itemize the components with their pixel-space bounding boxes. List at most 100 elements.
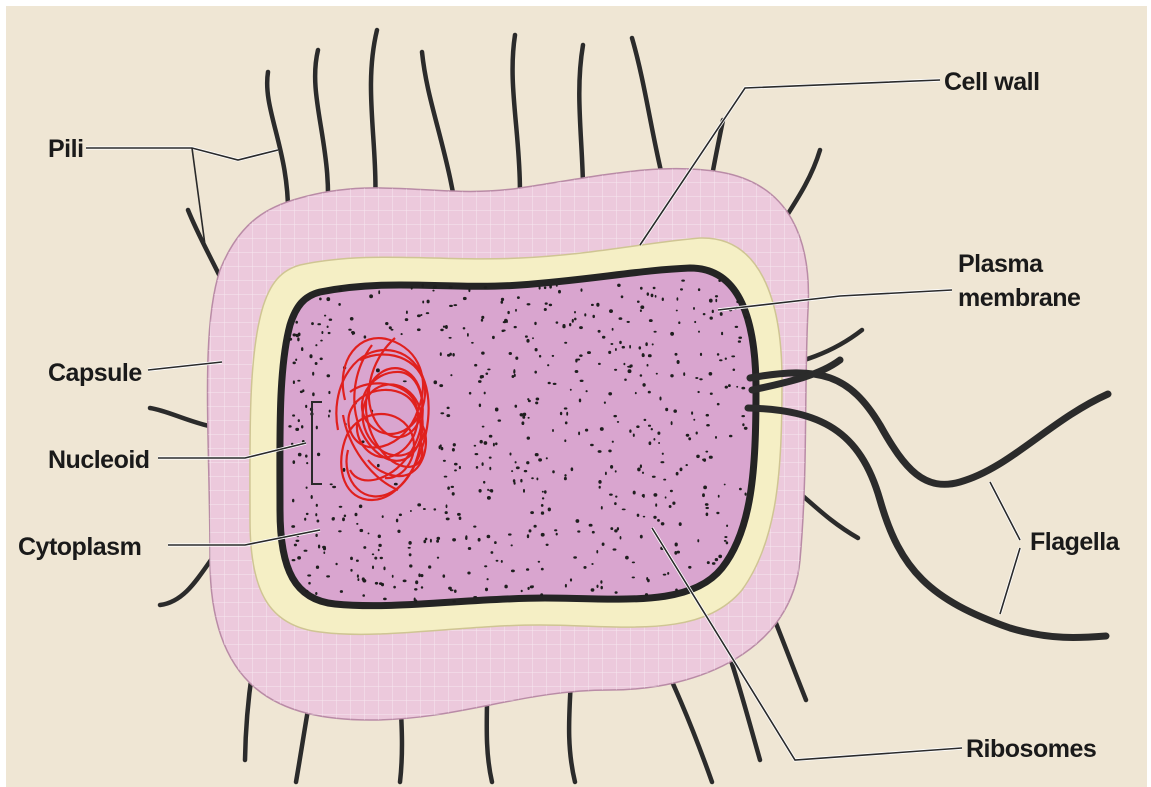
ribosome-dot bbox=[409, 553, 412, 556]
ribosome-dot bbox=[327, 326, 329, 329]
ribosome-dot bbox=[437, 557, 439, 559]
ribosome-dot bbox=[675, 543, 678, 547]
ribosome-dot bbox=[517, 296, 520, 299]
ribosome-dot bbox=[399, 513, 402, 516]
ribosome-dot bbox=[614, 369, 617, 371]
ribosome-dot bbox=[440, 352, 442, 356]
ribosome-dot bbox=[433, 380, 437, 384]
ribosome-dot bbox=[658, 442, 660, 444]
ribosome-dot bbox=[544, 308, 547, 311]
ribosome-dot bbox=[487, 496, 491, 500]
ribosome-dot bbox=[527, 587, 529, 590]
ribosome-dot bbox=[445, 511, 448, 514]
ribosome-dot bbox=[629, 345, 631, 349]
ribosome-dot bbox=[481, 319, 483, 322]
label-capsule: Capsule bbox=[48, 359, 142, 387]
ribosome-dot bbox=[289, 338, 293, 341]
ribosome-dot bbox=[301, 425, 303, 428]
ribosome-dot bbox=[579, 398, 581, 402]
ribosome-dot bbox=[696, 455, 700, 458]
ribosome-dot bbox=[629, 365, 631, 369]
ribosome-dot bbox=[526, 461, 529, 464]
ribosome-dot bbox=[534, 322, 536, 325]
ribosome-dot bbox=[640, 287, 643, 290]
ribosome-dot bbox=[598, 330, 601, 333]
ribosome-dot bbox=[705, 451, 708, 453]
ribosome-dot bbox=[348, 329, 351, 331]
ribosome-dot bbox=[324, 315, 326, 317]
ribosome-dot bbox=[565, 584, 567, 588]
ribosome-dot bbox=[718, 555, 722, 559]
ribosome-dot bbox=[602, 543, 605, 546]
ribosome-dot bbox=[391, 329, 394, 331]
ribosome-dot bbox=[376, 368, 380, 372]
ribosome-dot bbox=[733, 368, 736, 371]
ribosome-dot bbox=[487, 489, 489, 491]
ribosome-dot bbox=[339, 506, 343, 508]
ribosome-dot bbox=[624, 378, 627, 380]
ribosome-dot bbox=[693, 307, 695, 310]
ribosome-dot bbox=[449, 286, 453, 289]
ribosome-dot bbox=[680, 468, 683, 472]
ribosome-dot bbox=[531, 477, 534, 479]
ribosome-dot bbox=[326, 297, 330, 301]
ribosome-dot bbox=[355, 513, 358, 517]
ribosome-dot bbox=[735, 326, 739, 328]
ribosome-dot bbox=[514, 482, 516, 485]
ribosome-dot bbox=[372, 553, 374, 555]
ribosome-dot bbox=[526, 339, 529, 343]
ribosome-dot bbox=[374, 557, 377, 560]
ribosome-dot bbox=[454, 590, 457, 593]
ribosome-dot bbox=[569, 323, 571, 326]
ribosome-dot bbox=[610, 343, 613, 345]
ribosome-dot bbox=[459, 466, 461, 469]
ribosome-dot bbox=[527, 534, 529, 538]
ribosome-dot bbox=[655, 503, 657, 506]
ribosome-dot bbox=[403, 380, 407, 382]
ribosome-dot bbox=[617, 284, 621, 287]
ribosome-dot bbox=[340, 590, 343, 593]
ribosome-dot bbox=[706, 424, 710, 427]
ribosome-dot bbox=[672, 502, 675, 505]
ribosome-dot bbox=[540, 593, 543, 596]
ribosome-dot bbox=[547, 364, 549, 366]
ribosome-dot bbox=[728, 384, 731, 387]
ribosome-dot bbox=[671, 421, 673, 425]
ribosome-dot bbox=[691, 411, 693, 414]
ribosome-dot bbox=[647, 292, 649, 295]
ribosome-dot bbox=[651, 428, 653, 430]
ribosome-dot bbox=[640, 374, 643, 377]
ribosome-dot bbox=[564, 474, 566, 477]
ribosome-dot bbox=[295, 358, 297, 361]
ribosome-dot bbox=[662, 453, 664, 455]
ribosome-dot bbox=[351, 331, 355, 334]
ribosome-dot bbox=[484, 441, 488, 445]
ribosome-dot bbox=[538, 458, 542, 461]
ribosome-dot bbox=[489, 435, 493, 438]
ribosome-dot bbox=[304, 518, 306, 521]
ribosome-dot bbox=[454, 463, 458, 466]
ribosome-dot bbox=[617, 527, 619, 530]
ribosome-dot bbox=[315, 534, 317, 537]
ribosome-dot bbox=[556, 285, 558, 287]
label-cytoplasm: Cytoplasm bbox=[18, 533, 141, 561]
ribosome-dot bbox=[433, 286, 437, 289]
ribosome-dot bbox=[698, 331, 700, 333]
ribosome-dot bbox=[673, 409, 677, 413]
ribosome-dot bbox=[439, 384, 443, 387]
ribosome-dot bbox=[632, 576, 635, 578]
ribosome-dot bbox=[295, 540, 299, 542]
ribosome-dot bbox=[414, 588, 417, 590]
ribosome-dot bbox=[643, 494, 645, 498]
ribosome-dot bbox=[556, 533, 558, 536]
ribosome-dot bbox=[608, 351, 611, 354]
ribosome-dot bbox=[432, 290, 434, 292]
ribosome-dot bbox=[484, 392, 486, 395]
ribosome-dot bbox=[516, 466, 520, 469]
ribosome-dot bbox=[579, 354, 583, 357]
ribosome-dot bbox=[483, 481, 485, 484]
ribosome-dot bbox=[468, 547, 471, 550]
ribosome-dot bbox=[599, 486, 601, 489]
ribosome-dot bbox=[535, 401, 538, 404]
ribosome-dot bbox=[562, 324, 565, 327]
